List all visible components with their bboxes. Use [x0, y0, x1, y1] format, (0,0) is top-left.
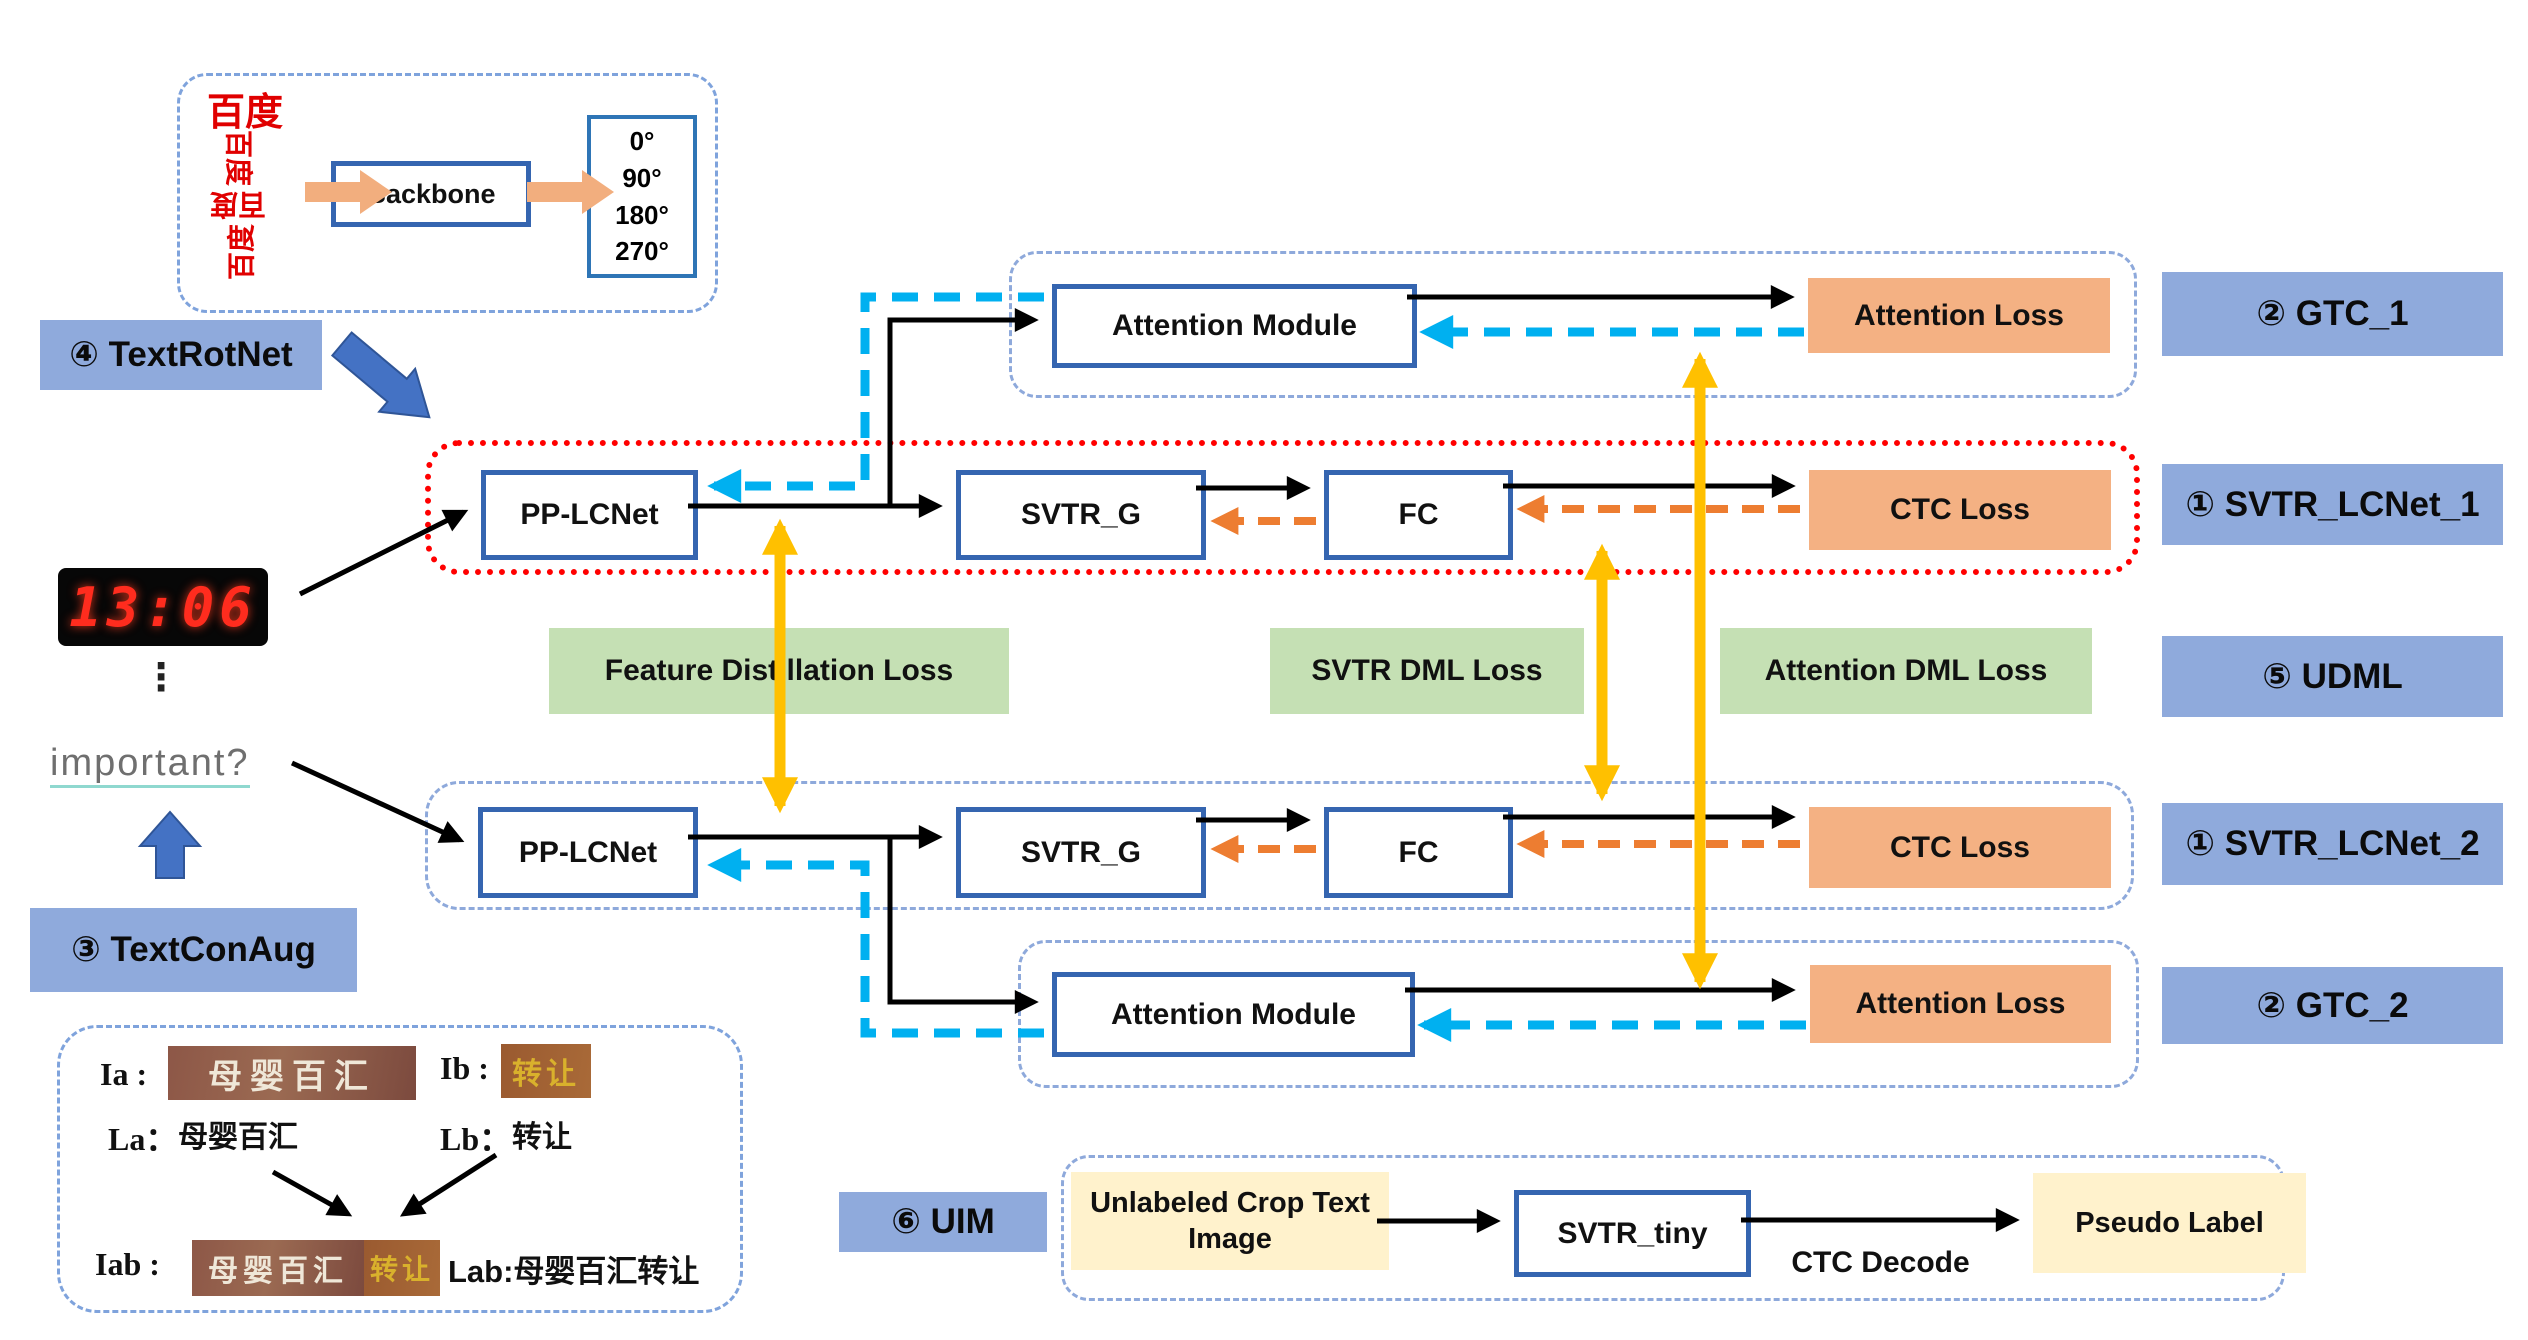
backbone-box: Backbone — [331, 161, 531, 227]
udml-tag: ⑤ UDML — [2162, 636, 2503, 717]
fc-1-box: FC — [1324, 470, 1513, 560]
attention-loss-1-box: Attention Loss — [1808, 278, 2110, 353]
ib-sign-image: 转让 — [501, 1044, 591, 1098]
svtr-g-2-box: SVTR_G — [956, 807, 1206, 898]
feature-distillation-loss-box: Feature Distillation Loss — [549, 628, 1009, 714]
gtc1-tag: ② GTC_1 — [2162, 272, 2503, 356]
textrotnet-tag: ④ TextRotNet — [40, 320, 322, 390]
svtr-lcnet1-red-outline — [425, 440, 2140, 575]
fc-2-box: FC — [1324, 807, 1513, 898]
pp-lcnet-1-box: PP-LCNet — [481, 470, 698, 560]
la-label: La： — [108, 1121, 178, 1157]
attention-module-1-box: Attention Module — [1052, 284, 1417, 368]
iab-sign-part-a: 母婴百汇 — [192, 1240, 364, 1296]
ib-label: Ib : — [440, 1050, 489, 1086]
iab-sign-part-b: 转让 — [364, 1240, 440, 1296]
svtr-lcnet2-tag: ① SVTR_LCNet_2 — [2162, 803, 2503, 885]
svtr-lcnet2-group — [425, 781, 2134, 910]
lb-label: Lb： — [440, 1121, 512, 1157]
pp-lcnet-2-box: PP-LCNet — [478, 807, 698, 898]
lb-value: 转让 — [512, 1121, 572, 1154]
svtr-lcnet1-tag: ① SVTR_LCNet_1 — [2162, 464, 2503, 545]
iab-sign-image: 母婴百汇 转让 — [192, 1240, 440, 1296]
svtr-tiny-box: SVTR_tiny — [1514, 1190, 1751, 1277]
iab-label: Iab : — [95, 1246, 160, 1282]
rotation-angles-box: 0° 90° 180° 270° — [587, 115, 697, 278]
textconaug-blue-arrow — [137, 810, 203, 879]
rotated-text-0: 百度 — [206, 91, 283, 134]
svtr-dml-loss-box: SVTR DML Loss — [1270, 628, 1584, 714]
la-value: 母婴百汇 — [178, 1121, 298, 1154]
textrotnet-example-group — [177, 73, 718, 313]
textconaug-tag: ③ TextConAug — [30, 908, 357, 992]
ctc-loss-2-box: CTC Loss — [1809, 807, 2111, 888]
clock-image: 13:06 — [58, 568, 268, 646]
vertical-ellipsis: ⋮ — [142, 656, 180, 699]
pseudo-label-box: Pseudo Label — [2033, 1173, 2306, 1273]
svtr-g-1-box: SVTR_G — [956, 470, 1206, 560]
important-handwriting: important? — [50, 742, 250, 788]
textconaug-example-group — [57, 1025, 743, 1313]
ia-label: Ia : — [100, 1056, 148, 1092]
ctc-loss-1-box: CTC Loss — [1809, 470, 2111, 550]
unlabeled-crop-text-image-box: Unlabeled Crop Text Image — [1071, 1172, 1389, 1270]
attention-dml-loss-box: Attention DML Loss — [1720, 628, 2092, 714]
uim-tag: ⑥ UIM — [839, 1192, 1047, 1252]
lab-value: Lab:母婴百汇转让 — [448, 1254, 700, 1289]
ia-sign-image: 母婴百汇 — [168, 1046, 416, 1100]
attention-module-2-box: Attention Module — [1052, 972, 1415, 1057]
ctc-decode-label: CTC Decode — [1791, 1246, 1970, 1279]
attention-loss-2-box: Attention Loss — [1810, 965, 2111, 1043]
gtc2-tag: ② GTC_2 — [2162, 967, 2503, 1044]
textrotnet-blue-arrow — [330, 331, 431, 419]
